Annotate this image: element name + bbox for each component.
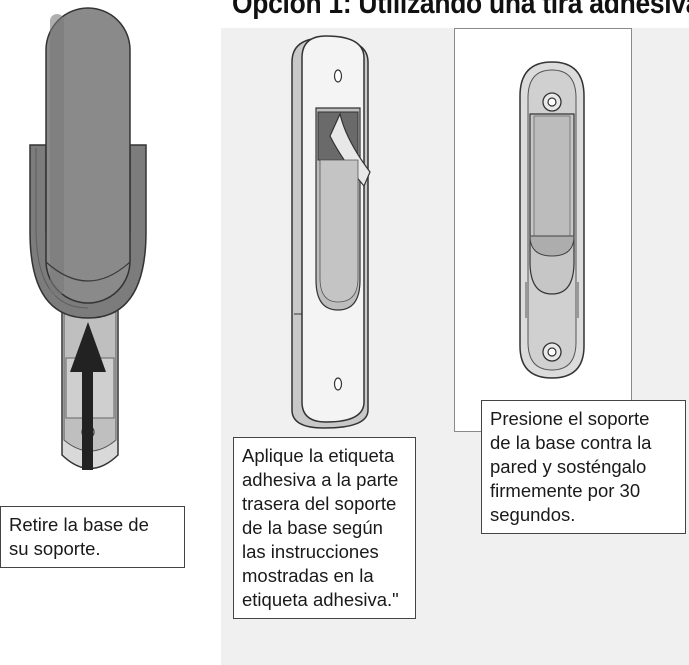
caption-line: su soporte. <box>9 538 101 559</box>
caption-line: Presione el soporte <box>490 408 650 429</box>
caption-line: etiqueta adhesiva." <box>242 589 399 610</box>
caption-apply-label: Aplique la etiqueta adhesiva a la parte … <box>233 437 416 619</box>
caption-line: trasera del soporte <box>242 493 397 514</box>
caption-remove-base: Retire la base de su soporte. <box>0 506 185 568</box>
bottom-hole-icon <box>333 377 343 391</box>
caption-line: firmemente por 30 <box>490 480 641 501</box>
top-hole-icon <box>333 69 343 83</box>
caption-line: Retire la base de <box>9 514 149 535</box>
caption-press-wall: Presione el soporte de la base contra la… <box>481 400 686 534</box>
peeling-backing-icon <box>329 112 371 188</box>
remove-base-illustration <box>29 7 147 470</box>
caption-line: pared y sosténgalo <box>490 456 647 477</box>
top-screw-icon <box>542 92 562 112</box>
caption-line: las instrucciones <box>242 541 379 562</box>
wall-mounted-illustration <box>519 61 585 379</box>
section-heading: Opción 1: Utilizando una tira adhesiva <box>232 0 689 20</box>
caption-line: adhesiva a la parte <box>242 469 399 490</box>
caption-line: Aplique la etiqueta <box>242 445 395 466</box>
bottom-screw-icon <box>542 342 562 362</box>
caption-line: de la base según <box>242 517 383 538</box>
caption-line: mostradas en la <box>242 565 374 586</box>
caption-line: de la base contra la <box>490 432 652 453</box>
caption-line: segundos. <box>490 504 576 525</box>
up-arrow-icon <box>70 322 106 470</box>
apply-label-illustration <box>291 35 371 429</box>
